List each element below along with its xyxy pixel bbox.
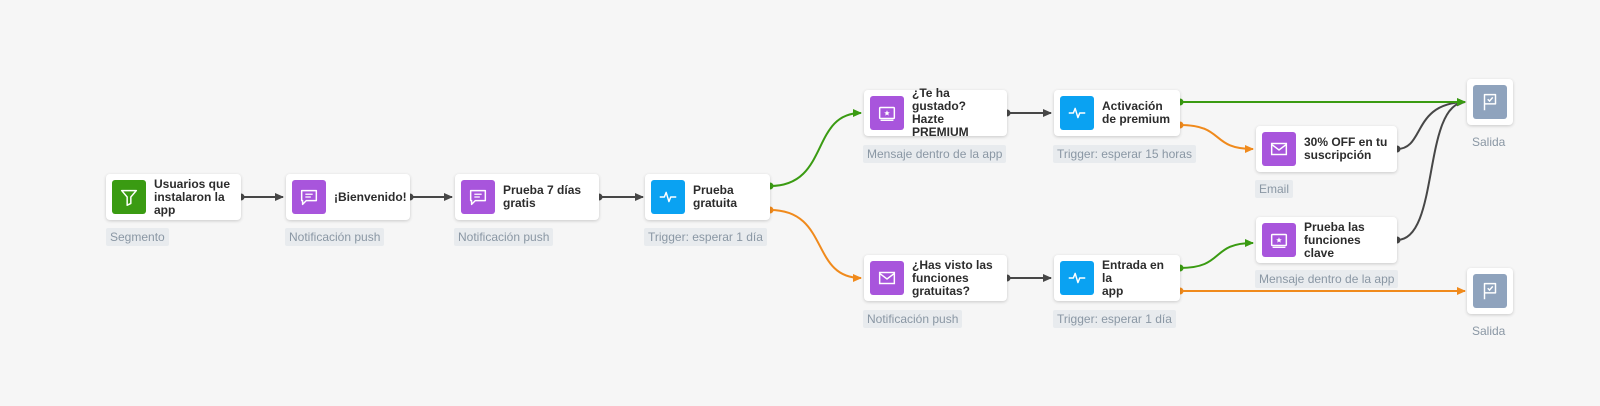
node-exit-top[interactable] xyxy=(1467,79,1513,125)
edge-tryfeatures-to-exit xyxy=(1396,98,1466,241)
node-type-tag: Notificación push xyxy=(285,228,385,246)
node-type-tag: Salida xyxy=(1472,135,1506,149)
node-type-tag: Mensaje dentro de la app xyxy=(1255,270,1399,288)
node-discount-email[interactable]: 30% OFF en tu suscripción xyxy=(1256,126,1397,172)
node-type-tag: Trigger: esperar 1 día xyxy=(644,228,767,246)
edge-premium-no-discount xyxy=(1179,124,1254,153)
node-label: Entrada en la app xyxy=(1102,257,1165,298)
node-seen-features[interactable]: ¿Has visto las funciones gratuitas? xyxy=(864,255,1007,301)
node-label: Prueba las funciones clave xyxy=(1304,219,1365,260)
chat-icon xyxy=(292,180,326,214)
node-type-tag: Email xyxy=(1255,180,1294,198)
edge-trigger-no-seen xyxy=(769,209,862,282)
node-try-features[interactable]: Prueba las funciones clave xyxy=(1256,217,1397,263)
node-type-tag: Salida xyxy=(1472,324,1506,338)
node-type-tag: Mensaje dentro de la app xyxy=(863,145,1007,163)
pulse-icon xyxy=(1060,261,1094,295)
mail-icon xyxy=(1262,132,1296,166)
exit-flag-icon xyxy=(1473,274,1507,308)
ticket-icon xyxy=(870,96,904,130)
node-trigger-premium[interactable]: Activación de premium xyxy=(1054,90,1180,136)
edge-trigger-yes-liked xyxy=(769,109,862,187)
node-type-tag: Notificación push xyxy=(863,310,963,328)
chat-icon xyxy=(461,180,495,214)
node-welcome[interactable]: ¡Bienvenido! xyxy=(286,174,410,220)
node-label: Prueba gratuita xyxy=(693,183,738,210)
node-type-tag: Segmento xyxy=(106,228,169,246)
node-label: ¿Has visto las funciones gratuitas? xyxy=(912,257,993,298)
ticket-icon xyxy=(1262,223,1296,257)
node-label: Prueba 7 días gratis xyxy=(503,183,582,210)
node-label: ¿Te ha gustado? Hazte PREMIUM xyxy=(912,86,969,139)
node-liked-premium[interactable]: ¿Te ha gustado? Hazte PREMIUM xyxy=(864,86,1007,139)
mail-icon xyxy=(870,261,904,295)
node-trigger-app-entry[interactable]: Entrada en la app xyxy=(1054,255,1180,301)
node-type-tag: Trigger: esperar 1 día xyxy=(1053,310,1176,328)
node-type-tag: Notificación push xyxy=(454,228,554,246)
node-label: Usuarios que instalaron la app xyxy=(154,176,231,217)
node-type-tag: Trigger: esperar 15 horas xyxy=(1053,145,1196,163)
pulse-icon xyxy=(1060,96,1094,130)
node-segment[interactable]: Usuarios que instalaron la app xyxy=(106,174,241,220)
edge-discount-to-exit xyxy=(1396,98,1466,150)
node-exit-bottom[interactable] xyxy=(1467,268,1513,314)
node-trigger-free-trial[interactable]: Prueba gratuita xyxy=(645,174,770,220)
node-label: 30% OFF en tu suscripción xyxy=(1304,135,1388,162)
exit-flag-icon xyxy=(1473,85,1507,119)
node-trial-7-days[interactable]: Prueba 7 días gratis xyxy=(455,174,599,220)
edge-entry-yes-tryfeatures xyxy=(1179,239,1254,269)
filter-icon xyxy=(112,180,146,214)
node-label: ¡Bienvenido! xyxy=(334,189,407,204)
node-label: Activación de premium xyxy=(1102,99,1171,126)
pulse-icon xyxy=(651,180,685,214)
